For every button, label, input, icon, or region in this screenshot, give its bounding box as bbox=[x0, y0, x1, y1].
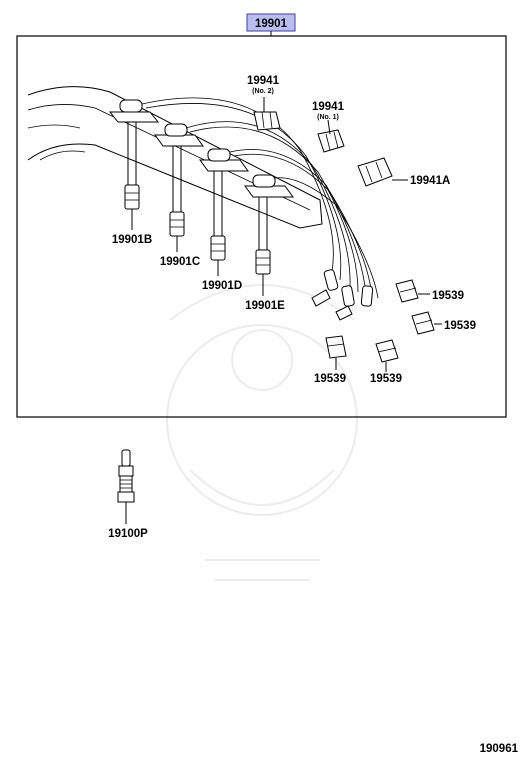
label-19941-no2[interactable]: 19941 bbox=[247, 75, 280, 87]
header-part-badge[interactable]: 19901 bbox=[246, 13, 296, 32]
boot-19539-a-drawing bbox=[395, 279, 419, 303]
diagram-id: 190961 bbox=[480, 743, 519, 755]
label-19941a[interactable]: 19941A bbox=[410, 175, 450, 187]
cord-19901e-drawing bbox=[244, 174, 294, 275]
label-19539-d[interactable]: 19539 bbox=[370, 373, 402, 385]
cord-19901d-drawing bbox=[199, 148, 249, 261]
clamp-19941-no2-drawing bbox=[253, 111, 281, 131]
engine-head bbox=[27, 86, 323, 229]
cord-harness bbox=[141, 97, 379, 321]
boot-19539-b-drawing bbox=[411, 311, 435, 335]
label-19941-no1[interactable]: 19941 bbox=[312, 101, 345, 113]
cord-19901b-drawing bbox=[108, 99, 160, 210]
boot-19539-d-drawing bbox=[375, 339, 399, 363]
label-19539-a[interactable]: 19539 bbox=[432, 290, 464, 302]
label-19901b[interactable]: 19901B bbox=[112, 234, 152, 246]
label-19539-b[interactable]: 19539 bbox=[444, 320, 476, 332]
cord-19901c-drawing bbox=[154, 123, 204, 237]
clamp-19941a-drawing bbox=[357, 157, 393, 187]
boot-19539-c-drawing bbox=[325, 335, 347, 359]
label-19100p[interactable]: 19100P bbox=[108, 528, 148, 540]
spark-plug-drawing bbox=[117, 449, 135, 512]
watermark-logo bbox=[166, 284, 358, 581]
diagram-frame bbox=[16, 35, 507, 418]
label-19901d[interactable]: 19901D bbox=[202, 280, 242, 292]
label-19901c[interactable]: 19901C bbox=[160, 256, 200, 268]
label-19941-no1-sub: (No. 1) bbox=[317, 114, 339, 121]
label-19941-no2-sub: (No. 2) bbox=[252, 88, 274, 95]
clamp-19941-no1-drawing bbox=[317, 129, 345, 153]
leader-lines bbox=[125, 97, 442, 524]
label-19901e[interactable]: 19901E bbox=[245, 300, 285, 312]
label-19539-c[interactable]: 19539 bbox=[314, 373, 346, 385]
header-part-number: 19901 bbox=[255, 18, 288, 30]
